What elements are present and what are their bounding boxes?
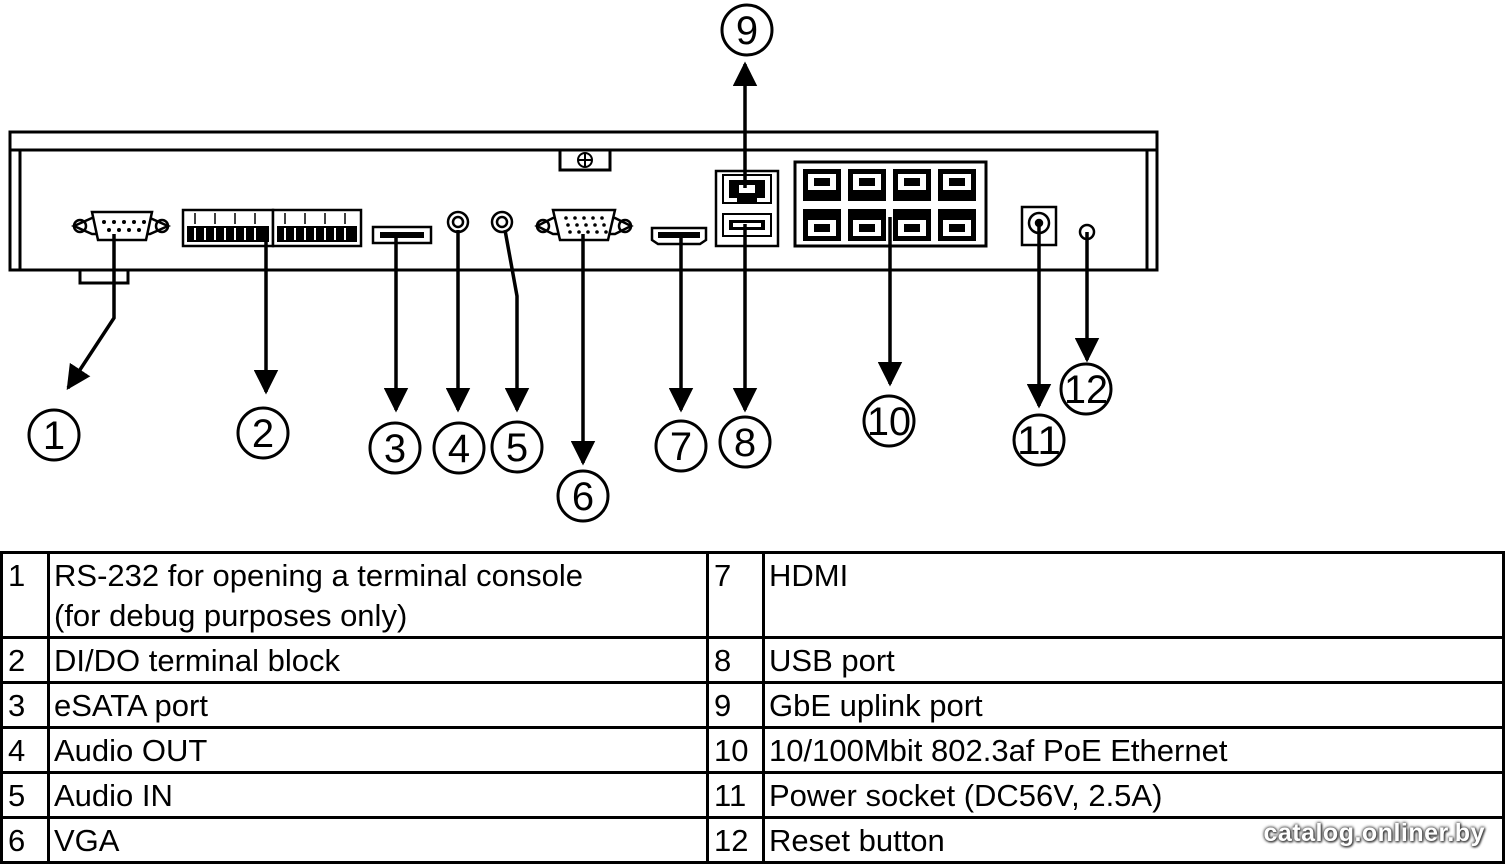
hdmi-port-icon xyxy=(650,226,708,246)
legend-desc-line: RS-232 for opening a terminal console xyxy=(54,558,584,593)
legend-num: 12 xyxy=(706,816,765,864)
svg-text:11: 11 xyxy=(1017,419,1061,463)
callout-5: 5 xyxy=(490,420,544,474)
callout-6: 6 xyxy=(556,469,610,523)
legend-desc: HDMI xyxy=(762,551,1505,639)
legend-desc: VGA xyxy=(47,816,709,864)
callout-11: 11 xyxy=(1012,413,1066,467)
screw-icon xyxy=(577,152,593,168)
terminal-block-icon xyxy=(181,208,363,248)
legend-num: 6 xyxy=(0,816,50,864)
table-row: 3 eSATA port 9 GbE uplink port xyxy=(0,681,1505,729)
callout-7: 7 xyxy=(654,419,708,473)
audio-out-jack-icon xyxy=(446,210,470,234)
callout-leader-lines xyxy=(66,61,1100,466)
legend-desc: Power socket (DC56V, 2.5A) xyxy=(762,771,1505,819)
callout-12: 12 xyxy=(1059,362,1113,416)
legend-desc: Audio OUT xyxy=(47,726,709,774)
legend-desc: Audio IN xyxy=(47,771,709,819)
audio-in-jack-icon xyxy=(490,210,514,234)
table-row: 2 DI/DO terminal block 8 USB port xyxy=(0,636,1505,684)
callout-3: 3 xyxy=(368,421,422,475)
table-row: 5 Audio IN 11 Power socket (DC56V, 2.5A) xyxy=(0,771,1505,819)
legend-desc: 10/100Mbit 802.3af PoE Ethernet xyxy=(762,726,1505,774)
legend-desc: GbE uplink port xyxy=(762,681,1505,729)
legend-num: 4 xyxy=(0,726,50,774)
legend-desc: RS-232 for opening a terminal console (f… xyxy=(47,551,709,639)
svg-text:7: 7 xyxy=(670,425,692,469)
legend-desc-line: (for debug purposes only) xyxy=(54,598,408,633)
table-row: 1 RS-232 for opening a terminal console … xyxy=(0,551,1505,639)
callout-4: 4 xyxy=(432,421,486,475)
legend-num: 10 xyxy=(706,726,765,774)
svg-text:6: 6 xyxy=(572,475,594,519)
esata-port-icon xyxy=(371,225,433,245)
svg-text:10: 10 xyxy=(867,400,911,444)
svg-text:5: 5 xyxy=(506,426,528,470)
svg-text:2: 2 xyxy=(252,412,274,456)
svg-text:3: 3 xyxy=(384,427,406,471)
callout-8: 8 xyxy=(718,415,772,469)
callout-1: 1 xyxy=(27,408,81,462)
callout-9: 9 xyxy=(720,3,774,57)
legend-num: 8 xyxy=(706,636,765,684)
table-row: 4 Audio OUT 10 10/100Mbit 802.3af PoE Et… xyxy=(0,726,1505,774)
rear-panel-diagram: 1 2 3 4 5 6 7 8 9 10 11 12 xyxy=(8,3,1159,523)
svg-text:8: 8 xyxy=(734,421,756,465)
legend-num: 5 xyxy=(0,771,50,819)
legend-desc: DI/DO terminal block xyxy=(47,636,709,684)
watermark: catalog.onliner.by xyxy=(1263,819,1485,847)
legend-num: 2 xyxy=(0,636,50,684)
legend-num: 9 xyxy=(706,681,765,729)
legend-num: 3 xyxy=(0,681,50,729)
legend-num: 11 xyxy=(706,771,765,819)
rs232-port-icon xyxy=(70,210,172,242)
legend-desc: USB port xyxy=(762,636,1505,684)
svg-text:4: 4 xyxy=(448,427,470,471)
poe-ethernet-ports-icon xyxy=(793,160,988,248)
vga-port-icon xyxy=(534,208,634,242)
callout-10: 10 xyxy=(862,394,916,448)
legend-desc: eSATA port xyxy=(47,681,709,729)
legend-num: 7 xyxy=(706,551,765,639)
svg-text:9: 9 xyxy=(736,9,758,53)
callout-2: 2 xyxy=(236,406,290,460)
uplink-usb-stack-icon xyxy=(714,169,780,248)
svg-text:1: 1 xyxy=(43,414,65,458)
svg-text:12: 12 xyxy=(1064,368,1108,412)
legend-num: 1 xyxy=(0,551,50,639)
port-legend-table: 1 RS-232 for opening a terminal console … xyxy=(0,551,1505,864)
